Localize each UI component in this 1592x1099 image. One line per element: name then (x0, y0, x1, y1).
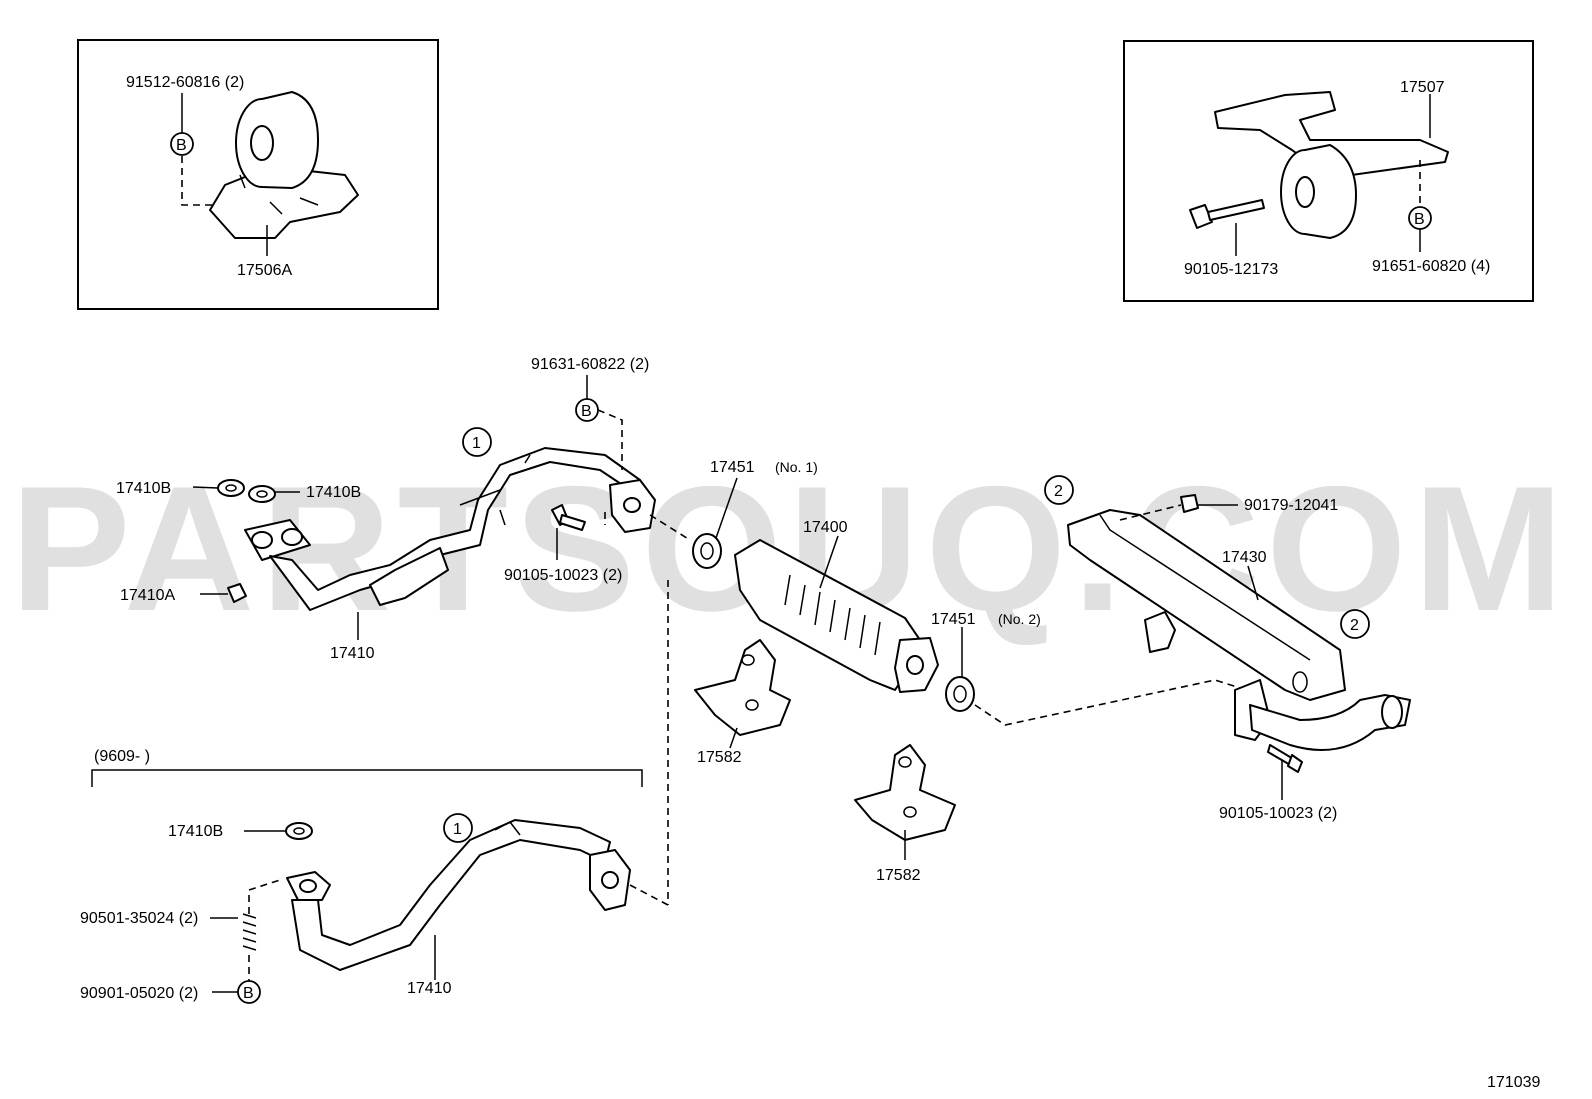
label-bracket-right: 17507 (1400, 79, 1445, 96)
label-gasket-left-2: 17410B (306, 484, 361, 501)
label-bolt-pipe: 90105-10023 (2) (504, 567, 622, 584)
muffler-drawing (1067, 509, 1411, 751)
callout-1-lower (443, 813, 473, 843)
label-gasket-no1: 17451 (710, 459, 755, 476)
gasket-no1-drawing (692, 533, 722, 569)
gasket-no2-drawing (945, 676, 975, 712)
gasket-17410b-left-2 (248, 485, 276, 503)
date-range: (9609- ) (94, 748, 150, 765)
label-bolt-top-b: 91631-60822 (2) (531, 356, 649, 373)
bolt-tail-drawing (1267, 744, 1303, 773)
label-converter: 17400 (803, 519, 848, 536)
bolt-pipe-drawing (551, 504, 586, 531)
label-gasket-lower: 17410B (168, 823, 223, 840)
pipe-lower-drawing (286, 819, 631, 971)
converter-drawing (734, 539, 939, 693)
label-gasket-no2: 17451 (931, 611, 976, 628)
callout-2-text: 2 (1054, 483, 1063, 500)
variant-bracket: (9609- ) (91, 748, 643, 787)
callout-2-text: 2 (1350, 617, 1359, 634)
symbol-b-text: B (581, 403, 592, 420)
label-muffler: 17430 (1222, 549, 1267, 566)
symbol-b-text: B (176, 137, 187, 154)
gasket-17410b-left-1 (217, 479, 245, 497)
callout-1-text: 1 (453, 821, 462, 838)
label-bolt-lower-b: 90901-05020 (2) (80, 985, 198, 1002)
inset-box-left: B 91512-60816 (2) 17506A (77, 39, 439, 310)
symbol-b-text: B (243, 985, 254, 1002)
label-bolt-right-b: 91651-60820 (4) (1372, 258, 1490, 275)
label-heat-shield-2: 17582 (876, 867, 921, 884)
front-pipe-drawing (244, 447, 656, 611)
label-heat-shield-1: 17582 (697, 749, 742, 766)
callout-1-text: 1 (472, 435, 481, 452)
callout-1-main (462, 427, 492, 457)
callout-2-upper (1044, 475, 1074, 505)
symbol-b-text: B (1414, 211, 1425, 228)
label-mount-left: 17506A (237, 262, 292, 279)
inset-box-right: B 17507 90105-12173 91651-60820 (4) (1123, 40, 1534, 302)
engine-mount-left-drawing (209, 91, 359, 239)
label-spring: 90501-35024 (2) (80, 910, 198, 927)
gasket-17410a (227, 583, 247, 603)
label-bolt-mount-left: 91512-60816 (2) (126, 74, 244, 91)
diagram-id: 171039 (1487, 1074, 1540, 1091)
heat-shield-2-drawing (854, 744, 956, 841)
label-bolt-tail: 90105-10023 (2) (1219, 805, 1337, 822)
bolt-bracket-drawing (1189, 199, 1265, 229)
label-gasket-no2-note: (No. 2) (998, 611, 1041, 627)
callout-2-lower (1340, 609, 1370, 639)
nut-tail-drawing (1180, 494, 1199, 513)
label-nut-tail: 90179-12041 (1244, 497, 1338, 514)
label-pipe-front: 17410 (330, 645, 375, 662)
gasket-lower-drawing (285, 822, 313, 840)
bracket-right-drawing (1214, 91, 1449, 239)
label-gasket-left-1: 17410B (116, 480, 171, 497)
label-gasket-no1-note: (No. 1) (775, 459, 818, 475)
heat-shield-1-drawing (694, 639, 791, 736)
label-gasket-17410a: 17410A (120, 587, 175, 604)
label-pipe-lower: 17410 (407, 980, 452, 997)
spring-drawing (242, 913, 257, 951)
label-bolt-bracket: 90105-12173 (1184, 261, 1278, 278)
